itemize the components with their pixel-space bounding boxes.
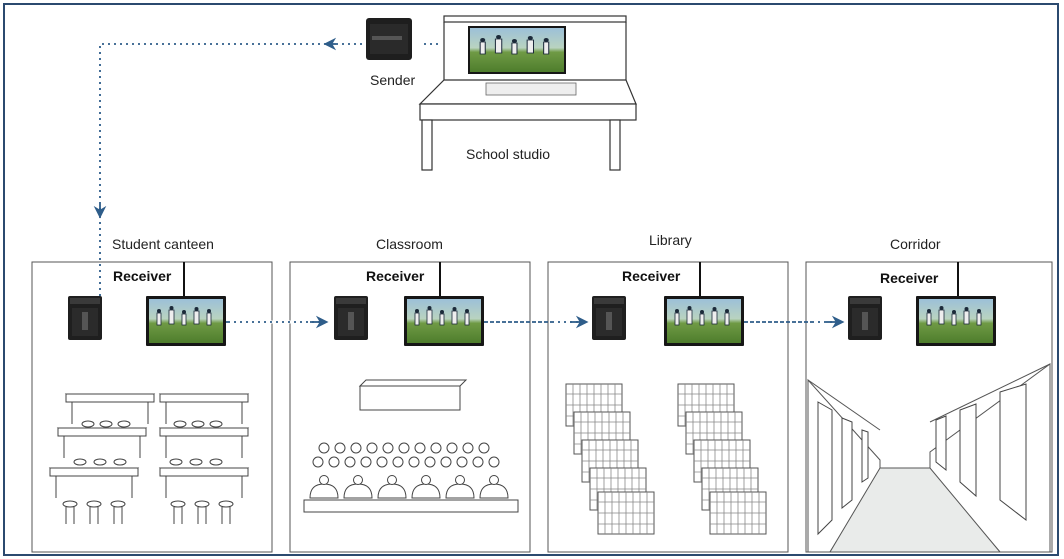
room-label-canteen: Student canteen bbox=[112, 236, 214, 252]
receiver-device bbox=[848, 296, 882, 340]
studio-label: School studio bbox=[466, 146, 551, 162]
receiver-device bbox=[592, 296, 626, 340]
outer-frame bbox=[3, 3, 1059, 556]
room-label-classroom: Classroom bbox=[376, 236, 443, 252]
receiver-label: Receiver bbox=[622, 268, 681, 284]
room-label-library: Library bbox=[649, 232, 692, 248]
tv-screen bbox=[146, 296, 226, 346]
sender-to-canteen-link bbox=[99, 43, 362, 216]
receiver-label: Receiver bbox=[366, 268, 425, 284]
receiver-device bbox=[334, 296, 368, 340]
sender-device bbox=[366, 18, 412, 60]
tv-screen bbox=[404, 296, 484, 346]
room-label-corridor: Corridor bbox=[890, 236, 941, 252]
classroom-illustration bbox=[303, 379, 519, 513]
tv-screen bbox=[916, 296, 996, 346]
sender-label: Sender bbox=[370, 72, 416, 88]
studio-desk-illustration bbox=[418, 15, 637, 171]
receiver-label: Receiver bbox=[880, 270, 939, 286]
canteen-tables-illustration bbox=[49, 393, 249, 524]
corridor-illustration bbox=[807, 363, 1051, 553]
tv-screen bbox=[664, 296, 744, 346]
receiver-device bbox=[68, 296, 102, 340]
receiver-label: Receiver bbox=[113, 268, 172, 284]
